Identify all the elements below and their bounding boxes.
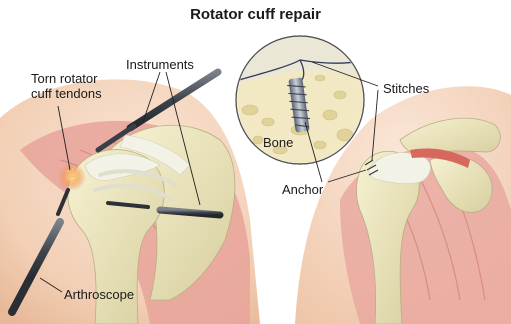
label-torn-line1: Torn rotator <box>31 71 102 86</box>
label-torn-line2: cuff tendons <box>31 86 102 101</box>
instrument-shaft-lower <box>160 210 220 215</box>
label-instruments: Instruments <box>126 57 194 72</box>
label-torn-tendons: Torn rotator cuff tendons <box>31 71 102 101</box>
label-stitches: Stitches <box>383 81 429 96</box>
diagram-title: Rotator cuff repair <box>0 6 511 23</box>
label-arthroscope: Arthroscope <box>64 287 134 302</box>
label-bone: Bone <box>263 135 293 150</box>
label-anchor: Anchor <box>282 182 323 197</box>
